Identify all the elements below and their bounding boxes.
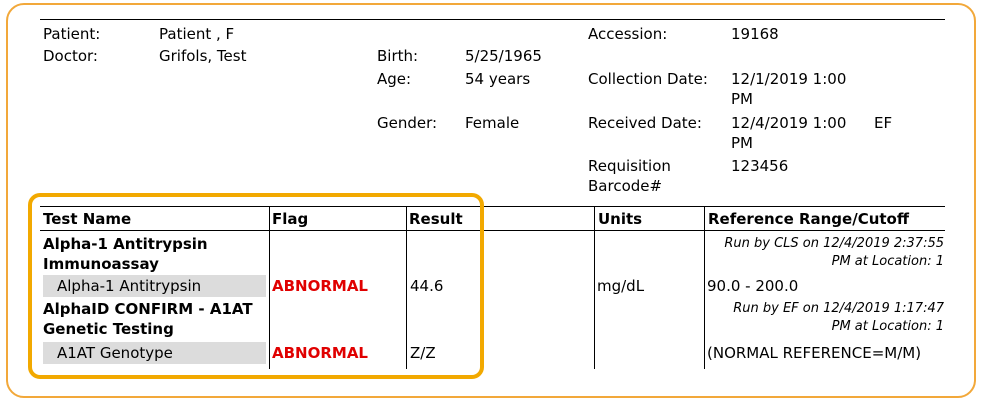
birth-label: Birth: (377, 47, 419, 65)
reference-value: 90.0 - 200.0 (707, 277, 799, 295)
test-name: A1AT Genotype (57, 344, 173, 362)
test-group-name-line2: Immunoassay (43, 255, 159, 273)
table-top-rule (40, 206, 945, 207)
result-value: 44.6 (410, 277, 444, 295)
requisition-value: 123456 (731, 157, 789, 175)
column-header-test-name: Test Name (43, 210, 132, 228)
doctor-value: Grifols, Test (159, 47, 247, 65)
flag-value: ABNORMAL (272, 344, 368, 362)
collection-date-value-ampm: PM (731, 90, 753, 108)
column-divider (406, 206, 407, 369)
column-divider (269, 206, 270, 369)
birth-value: 5/25/1965 (465, 47, 542, 65)
collection-date-label: Collection Date: (588, 70, 708, 88)
received-by: EF (874, 114, 893, 132)
test-group-name-line2: Genetic Testing (43, 320, 174, 338)
units-value: mg/dL (597, 277, 645, 295)
reference-value: (NORMAL REFERENCE=M/M) (707, 344, 922, 362)
highlight-box (28, 193, 484, 379)
test-name-cell-bg (43, 275, 266, 297)
run-note-line2: PM at Location: 1 (831, 319, 944, 334)
received-date-value: 12/4/2019 1:00 (731, 114, 847, 132)
header-top-rule (40, 19, 945, 20)
flag-value: ABNORMAL (272, 277, 368, 295)
received-date-label: Received Date: (588, 114, 702, 132)
received-date-value-ampm: PM (731, 134, 753, 152)
gender-value: Female (465, 114, 520, 132)
column-header-reference: Reference Range/Cutoff (708, 210, 910, 228)
column-divider (704, 206, 705, 369)
run-note: Run by CLS on 12/4/2019 2:37:55 (724, 236, 944, 251)
gender-label: Gender: (377, 114, 438, 132)
doctor-label: Doctor: (43, 47, 98, 65)
age-value: 54 years (465, 70, 531, 88)
requisition-label: Requisition (588, 157, 671, 175)
run-note: Run by EF on 12/4/2019 1:17:47 (733, 301, 944, 316)
test-group-name: AlphaID CONFIRM - A1AT (43, 300, 253, 318)
patient-label: Patient: (43, 25, 101, 43)
accession-value: 19168 (731, 25, 779, 43)
table-header-rule (40, 230, 945, 231)
column-header-flag: Flag (272, 210, 309, 228)
column-divider (594, 206, 595, 369)
test-group-name: Alpha-1 Antitrypsin (43, 235, 208, 253)
test-name: Alpha-1 Antitrypsin (57, 277, 202, 295)
collection-date-value: 12/1/2019 1:00 (731, 70, 847, 88)
accession-label: Accession: (588, 25, 668, 43)
age-label: Age: (377, 70, 412, 88)
test-name-cell-bg (43, 342, 266, 364)
run-note-line2: PM at Location: 1 (831, 254, 944, 269)
patient-value: Patient , F (159, 25, 235, 43)
requisition-label-line2: Barcode# (588, 177, 663, 195)
column-header-units: Units (598, 210, 643, 228)
result-value: Z/Z (410, 344, 436, 362)
column-header-result: Result (409, 210, 463, 228)
report-frame (6, 3, 976, 398)
